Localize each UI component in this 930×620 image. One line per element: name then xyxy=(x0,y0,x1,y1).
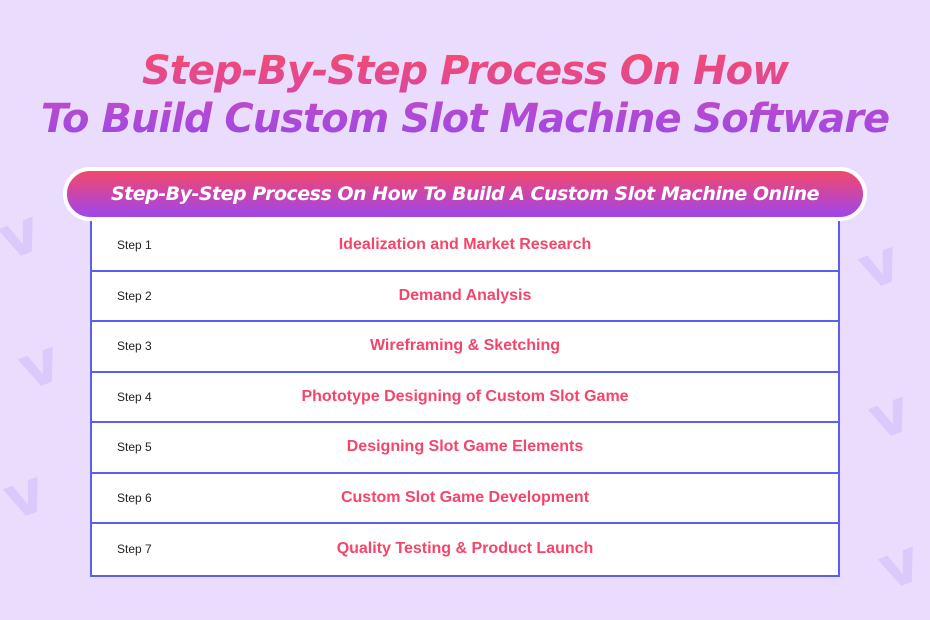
steps-table: Step 1 Idealization and Market Research S… xyxy=(90,221,840,577)
chevron-decoration-icon: v xyxy=(9,325,70,405)
step-number: Step 6 xyxy=(117,490,152,505)
step-label: Idealization and Market Research xyxy=(338,236,592,254)
table-row: Step 5 Designing Slot Game Elements xyxy=(92,423,838,474)
step-label: Designing Slot Game Elements xyxy=(346,438,584,456)
page-title-line1: Step-By-Step Process On How xyxy=(0,48,930,94)
step-number: Step 2 xyxy=(117,288,152,303)
step-label: Demand Analysis xyxy=(398,286,532,304)
chevron-decoration-icon: v xyxy=(0,455,55,535)
table-row: Step 1 Idealization and Market Research xyxy=(92,221,838,272)
step-number: Step 7 xyxy=(117,542,152,557)
page-title-line2: To Build Custom Slot Machine Software xyxy=(0,96,930,142)
step-number: Step 4 xyxy=(117,389,152,404)
step-label: Wireframing & Sketching xyxy=(369,337,561,355)
chevron-decoration-icon: v xyxy=(859,375,920,455)
step-label: Phototype Designing of Custom Slot Game xyxy=(301,387,629,405)
chevron-decoration-icon: v xyxy=(849,225,910,305)
chevron-decoration-icon: v xyxy=(869,525,930,605)
step-label: Custom Slot Game Development xyxy=(340,488,590,506)
table-header-banner: Step-By-Step Process On How To Build A C… xyxy=(63,167,867,221)
table-row: Step 2 Demand Analysis xyxy=(92,272,838,322)
step-number: Step 3 xyxy=(117,339,152,354)
table-row: Step 7 Quality Testing & Product Launch xyxy=(92,524,838,575)
step-label: Quality Testing & Product Launch xyxy=(336,540,594,558)
step-number: Step 5 xyxy=(117,440,152,455)
chevron-decoration-icon: v xyxy=(0,195,50,275)
table-row: Step 4 Phototype Designing of Custom Slot… xyxy=(92,373,838,423)
table-row: Step 6 Custom Slot Game Development xyxy=(92,474,838,524)
table-row: Step 3 Wireframing & Sketching xyxy=(92,322,838,373)
step-number: Step 1 xyxy=(117,238,152,253)
